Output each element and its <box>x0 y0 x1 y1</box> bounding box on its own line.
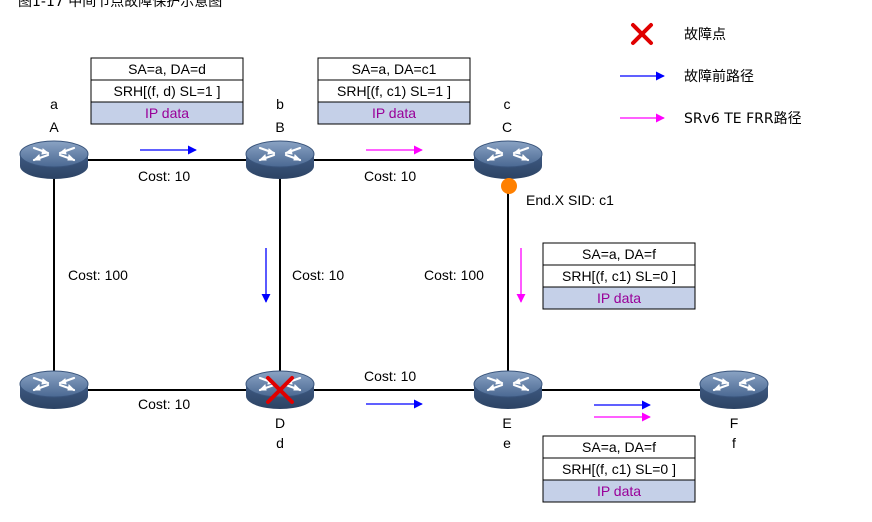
packet-3-header: SA=a, DA=f <box>582 246 656 262</box>
cost-b-c: Cost: 10 <box>364 168 416 184</box>
packet-2-header: SA=a, DA=c1 <box>352 61 437 77</box>
packet-2-payload: IP data <box>372 105 416 121</box>
packet-1: SA=a, DA=d SRH[(f, d) SL=1 ] IP data <box>90 57 244 125</box>
node-f-name: F <box>730 415 739 431</box>
legend-frr-label: SRv6 TE FRR路径 <box>684 111 802 127</box>
cost-b-d: Cost: 10 <box>292 267 344 283</box>
node-e-name: E <box>502 415 511 431</box>
node-b-address: b <box>276 96 284 112</box>
sid-label: End.X SID: c1 <box>526 192 614 208</box>
cost-a-left-bottom: Cost: 100 <box>68 267 128 283</box>
path-arrows <box>140 145 651 422</box>
cost-left-bottom-d: Cost: 10 <box>138 396 190 412</box>
node-e-address: e <box>503 435 511 451</box>
router-c-icon <box>472 139 544 181</box>
packet-4-srh: SRH[(f, c1) SL=0 ] <box>562 461 676 477</box>
links <box>53 159 734 391</box>
packet-3: SA=a, DA=f SRH[(f, c1) SL=0 ] IP data <box>542 242 696 310</box>
node-d-address: d <box>276 435 284 451</box>
router-left-bottom-icon <box>18 369 90 411</box>
packet-4-header: SA=a, DA=f <box>582 439 656 455</box>
node-c-name: C <box>502 119 512 135</box>
cost-c-e: Cost: 100 <box>424 267 484 283</box>
packet-1-srh: SRH[(f, d) SL=1 ] <box>114 83 221 99</box>
node-a-name: A <box>49 119 59 135</box>
legend: 故障点 故障前路径 SRv6 TE FRR路径 <box>620 23 802 127</box>
cost-a-b: Cost: 10 <box>138 168 190 184</box>
legend-fault-label: 故障点 <box>684 27 726 43</box>
node-d-name: D <box>275 415 285 431</box>
packet-1-payload: IP data <box>145 105 189 121</box>
node-a-address: a <box>50 96 58 112</box>
router-f-icon <box>698 369 770 411</box>
node-f-address: f <box>732 435 736 451</box>
packet-3-srh: SRH[(f, c1) SL=0 ] <box>562 268 676 284</box>
node-b-name: B <box>275 119 284 135</box>
packet-2: SA=a, DA=c1 SRH[(f, c1) SL=1 ] IP data <box>317 57 471 125</box>
packet-4-payload: IP data <box>597 483 641 499</box>
packet-1-header: SA=a, DA=d <box>128 61 206 77</box>
legend-fault-icon <box>631 23 653 45</box>
router-e-icon <box>472 369 544 411</box>
cost-d-e: Cost: 10 <box>364 368 416 384</box>
node-c-address: c <box>504 96 511 112</box>
packet-2-srh: SRH[(f, c1) SL=1 ] <box>337 83 451 99</box>
fault-cross-icon <box>266 376 294 404</box>
packet-4: SA=a, DA=f SRH[(f, c1) SL=0 ] IP data <box>542 435 696 503</box>
sid-dot-icon <box>501 178 517 194</box>
router-b-icon <box>244 139 316 181</box>
legend-pre-fault-label: 故障前路径 <box>684 68 754 85</box>
figure-caption: 图1-17 中间节点故障保护示意图 <box>18 0 222 10</box>
router-a-icon <box>18 139 90 181</box>
packet-3-payload: IP data <box>597 290 641 306</box>
